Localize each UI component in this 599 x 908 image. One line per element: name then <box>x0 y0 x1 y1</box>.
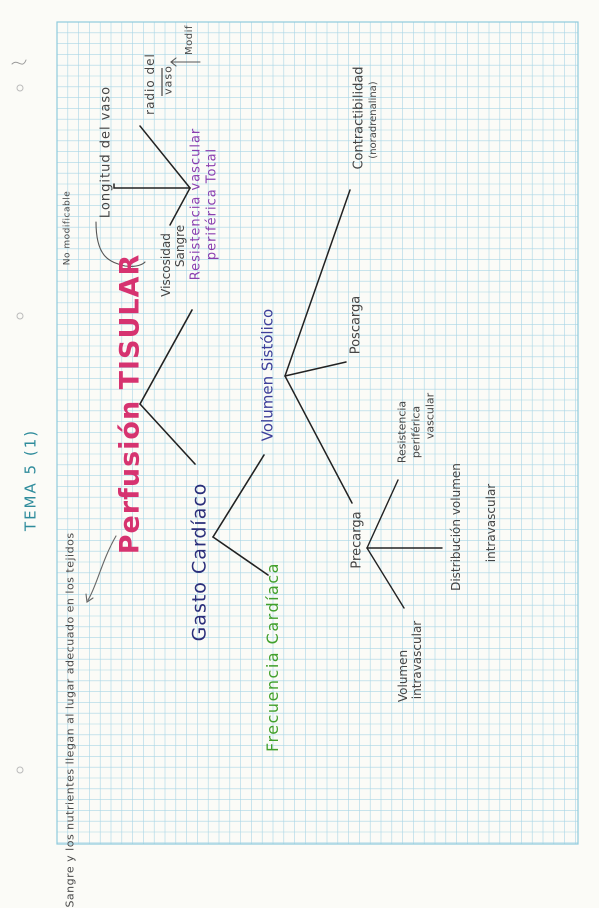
distribucion-2: intravascular <box>484 483 498 563</box>
no-modificable-note: No modificable <box>62 190 73 266</box>
contractibilidad-label: Contractibilidad <box>351 66 367 170</box>
resistencia-vascular-3: vascular <box>423 392 437 440</box>
resistencia-vascular-1: Resistencia <box>395 400 409 464</box>
connector-root-rvpt <box>139 309 193 405</box>
connector-rvpt-radio <box>139 125 191 189</box>
tree-connectors <box>11 57 443 609</box>
title-doodle <box>11 59 27 65</box>
connector-root-gasto <box>139 403 196 465</box>
root-note-line1: Sangre y los nutrientes llegan al lugar … <box>63 532 77 908</box>
connector-vs-poscarga <box>284 361 347 377</box>
rvpt-line2: periférica Total <box>204 147 220 261</box>
connector-vs-contract <box>284 189 351 377</box>
connector-precarga-resist <box>366 479 399 549</box>
connector-gasto-frecuencia <box>212 536 269 576</box>
no-modificable-brace <box>95 221 146 267</box>
volumen-intravascular-1: Volumen <box>396 649 410 703</box>
gasto-cardiaco-label: Gasto Cardíaco <box>188 482 211 642</box>
rvpt-line1: Resistencia vascular <box>188 127 204 281</box>
connector-rvpt-visc <box>169 187 191 226</box>
root-note-arrow <box>87 535 117 601</box>
distribucion-1: Distribución volumen <box>449 463 463 591</box>
precarga-label: Precarga <box>349 511 365 569</box>
noradrenalina-label: (noradrenalina) <box>368 81 379 159</box>
connector-gasto-volumen <box>212 454 265 538</box>
volumen-intravascular-2: intravascular <box>410 620 424 700</box>
page-title: TEMA 5 (1) <box>21 428 40 532</box>
viscosidad-2: Sangre <box>173 224 187 268</box>
connector-vs-precarga <box>284 375 353 504</box>
poscarga-label: Poscarga <box>348 295 364 355</box>
notebook-sheet <box>11 21 579 845</box>
modif-note: Modif <box>184 25 195 55</box>
connector-rvpt-long <box>113 183 191 189</box>
root-label: Perfusión TISULAR <box>114 253 146 555</box>
longitud-label: Longitud del vaso <box>98 85 114 219</box>
frecuencia-cardiaca-label: Frecuencia Cardíaca <box>263 562 282 752</box>
resistencia-vascular-2: periférica <box>409 405 423 459</box>
radio-del-vaso-1: radio del <box>143 53 157 115</box>
volumen-sistolico-label: Volumen Sistólico <box>258 308 277 442</box>
grid-lines <box>56 21 578 844</box>
radio-del-vaso-2: vaso <box>161 65 175 95</box>
viscosidad-1: Viscosidad <box>159 233 173 297</box>
binding-holes <box>16 84 24 774</box>
connector-precarga-volint <box>366 547 405 609</box>
